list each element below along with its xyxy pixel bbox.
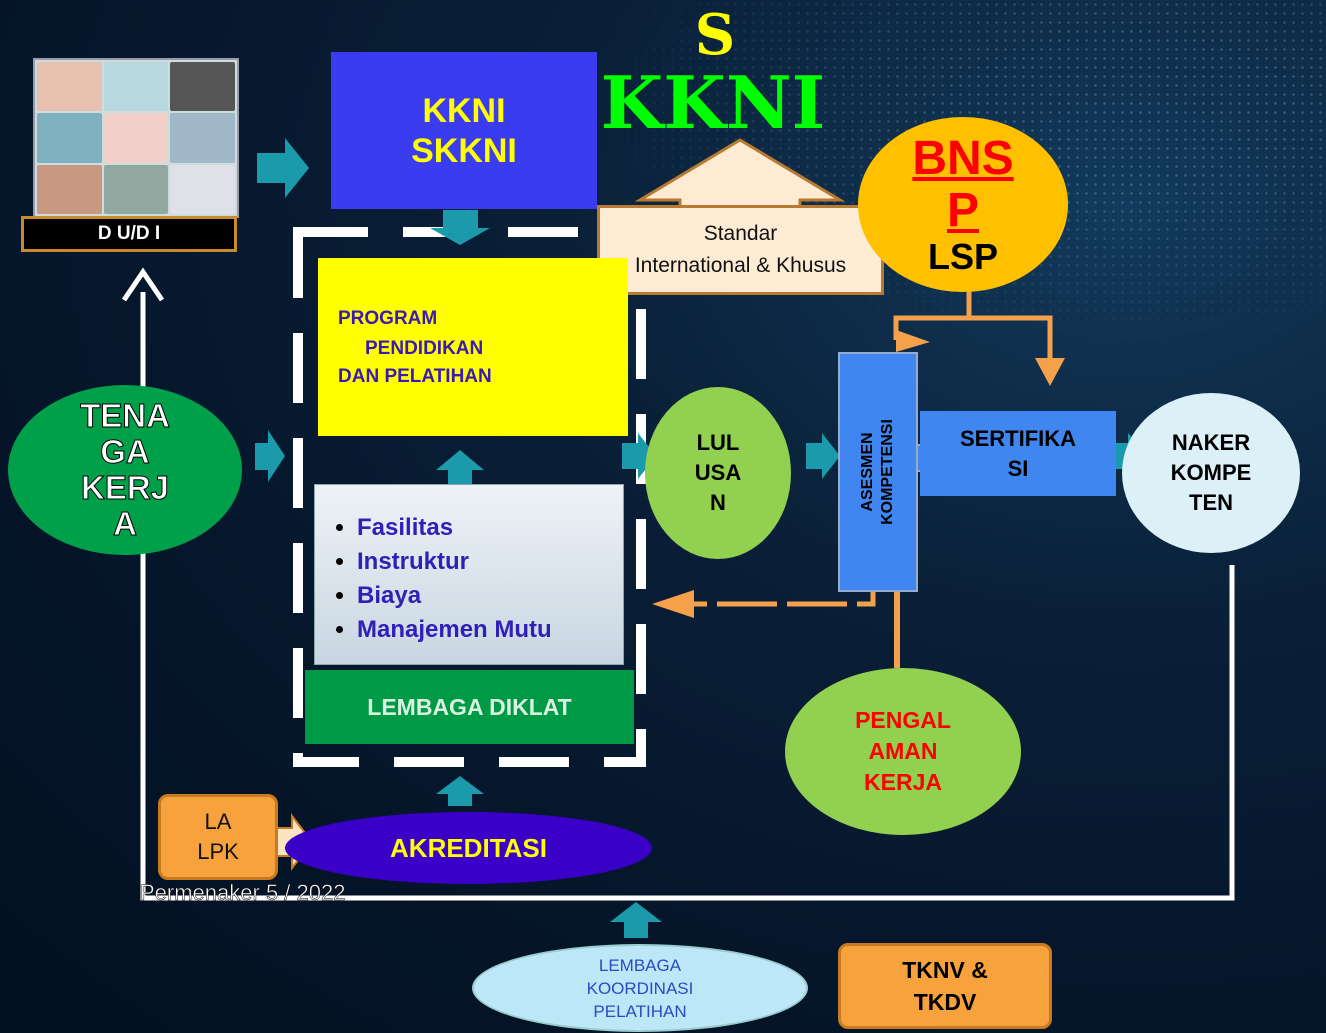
koordinasi-line3: PELATIHAN: [593, 1001, 687, 1021]
standar-up-arrow: [634, 138, 846, 212]
lsp-line: [893, 282, 972, 340]
lsp-line-right: [969, 315, 1053, 360]
feedback-arrowhead: [121, 267, 165, 302]
standar-line1: Standar: [703, 222, 778, 245]
tknv-line2: TKDV: [913, 989, 977, 1015]
asesmen-return-arrow: [652, 590, 694, 618]
arrow-fasil-up: [436, 450, 484, 484]
tenaga-line4: A: [113, 505, 138, 542]
resources-box: Fasilitas Instruktur Biaya Manajemen Mut…: [314, 484, 624, 665]
dudi-label: D U/D I: [21, 216, 237, 252]
sertifikasi-line1: SERTIFIKA: [959, 425, 1077, 451]
tenaga-kerja-ellipse: TENA GA KERJ A: [8, 385, 242, 555]
dudi-photo-collage: [33, 58, 239, 218]
pengalaman-line2: AMAN: [868, 738, 938, 764]
naker-line3: TEN: [1189, 490, 1233, 515]
skkni-title-kkni: KKNI: [600, 59, 826, 145]
program-line2: PENDIDIKAN: [365, 338, 484, 359]
asesmen-line1: ASESMEN: [859, 432, 877, 512]
la-lpk-box: LA LPK: [158, 794, 278, 880]
kkni-label: KKNI: [422, 91, 506, 130]
bnsp-lsp-ellipse: BNS P LSP: [858, 117, 1068, 292]
akreditasi-ellipse: AKREDITASI: [285, 812, 652, 884]
tknv-tkdv-box: TKNV & TKDV: [838, 943, 1052, 1029]
naker-line1: NAKER: [1171, 430, 1251, 455]
resource-item: Biaya: [357, 579, 623, 613]
asesmen-kompetensi-box: ASESMEN KOMPETENSI: [838, 352, 918, 592]
arrow-akreditasi-up: [436, 776, 484, 806]
pengalaman-kerja-ellipse: PENGAL AMAN KERJA: [785, 668, 1021, 835]
bnsp-line1: BNS: [912, 131, 1014, 185]
resource-item: Fasilitas: [357, 511, 623, 545]
program-line3: DAN PELATIHAN: [338, 366, 492, 387]
lulusan-line1: LUL: [696, 430, 740, 455]
program-box: PROGRAM PENDIDIKAN DAN PELATIHAN: [318, 258, 628, 436]
la-lpk-line1: LA: [204, 809, 232, 834]
lulusan-line2: USA: [694, 460, 742, 485]
skkni-label: SKKNI: [411, 131, 517, 170]
la-lpk-line2: LPK: [197, 839, 239, 864]
resource-item: Manajemen Mutu: [357, 613, 623, 647]
program-line1: PROGRAM: [338, 308, 438, 329]
arrow-tenaga-right: [255, 430, 285, 482]
pengalaman-line1: PENGAL: [855, 707, 951, 733]
standar-box: Standar International & Khusus: [597, 205, 884, 295]
lsp-arrow-down: [1035, 358, 1065, 386]
lsp-arrow-left: [896, 330, 930, 352]
lulusan-ellipse: LUL USA N: [645, 387, 791, 559]
resource-item: Instruktur: [357, 545, 623, 579]
permenaker-label: Permenaker 5 / 2022: [140, 880, 346, 906]
tknv-line1: TKNV &: [902, 957, 988, 983]
lulusan-line3: N: [710, 490, 726, 515]
naker-kompeten-ellipse: NAKER KOMPE TEN: [1122, 393, 1300, 553]
lembaga-koordinasi-ellipse: LEMBAGA KOORDINASI PELATIHAN: [472, 944, 808, 1032]
arrow-dudi-kkni: [257, 138, 309, 198]
bnsp-line2: P: [946, 183, 979, 237]
asesmen-line2: KOMPETENSI: [879, 419, 897, 525]
tenaga-line3: KERJ: [80, 469, 170, 506]
skkni-title-s: S: [694, 2, 736, 68]
tenaga-line1: TENA: [80, 397, 171, 434]
arrow-lulusan-asesmen: [806, 433, 840, 479]
tenaga-line2: GA: [100, 433, 150, 470]
standar-line2: International & Khusus: [634, 254, 847, 277]
kkni-skkni-box: KKNI SKKNI: [331, 52, 597, 209]
koordinasi-line2: KOORDINASI: [586, 978, 694, 998]
sertifikasi-box: SERTIFIKA SI: [920, 411, 1116, 496]
sertifikasi-line2: SI: [1007, 455, 1029, 481]
koordinasi-line1: LEMBAGA: [598, 955, 682, 975]
arrow-koordinasi-up: [610, 902, 662, 938]
pengalaman-line3: KERJA: [864, 769, 942, 795]
feedback-line: [140, 292, 1235, 901]
lembaga-diklat-box: LEMBAGA DIKLAT: [305, 670, 634, 744]
lsp-label: LSP: [927, 235, 998, 277]
arrow-kkni-down: [430, 210, 490, 245]
naker-line2: KOMPE: [1170, 460, 1252, 485]
arrow-program-lulusan: [622, 433, 656, 479]
